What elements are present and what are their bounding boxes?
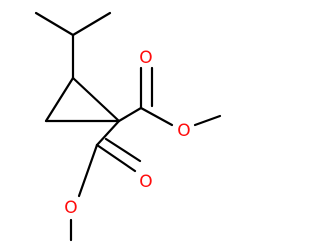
bond-c_ester2-o_carbonyl2 [95, 143, 137, 173]
bond-c_me_left-c_ipr_ch [34, 11, 75, 37]
bond-c_quat-c_ester1 [117, 106, 143, 123]
atom-label-o_carbonyl1: O [139, 48, 152, 68]
bond-c_ring_top-c_ring_left [44, 76, 75, 123]
bond-c_ester1-o_ether1 [139, 106, 174, 127]
atom-label-o_ether1: O [177, 121, 190, 141]
bond-o_ether1-c_methyl1 [193, 114, 222, 127]
structure-svg: O O O O [34, 11, 222, 242]
atom-label-o_ether2: O [64, 198, 77, 218]
bond-c_ipr_ch-c_me_right [71, 11, 112, 37]
bond-c_ester2-o_ether2 [77, 143, 99, 198]
bond-c_quat-c_ester2 [95, 119, 121, 147]
bond-c_ester2-o_carbonyl2-second-line [104, 137, 142, 163]
molecule-diagram: O O O O [34, 11, 222, 242]
atom-label-o_carbonyl2: O [139, 172, 152, 192]
bond-c_quat-c_ring_top [71, 76, 121, 123]
